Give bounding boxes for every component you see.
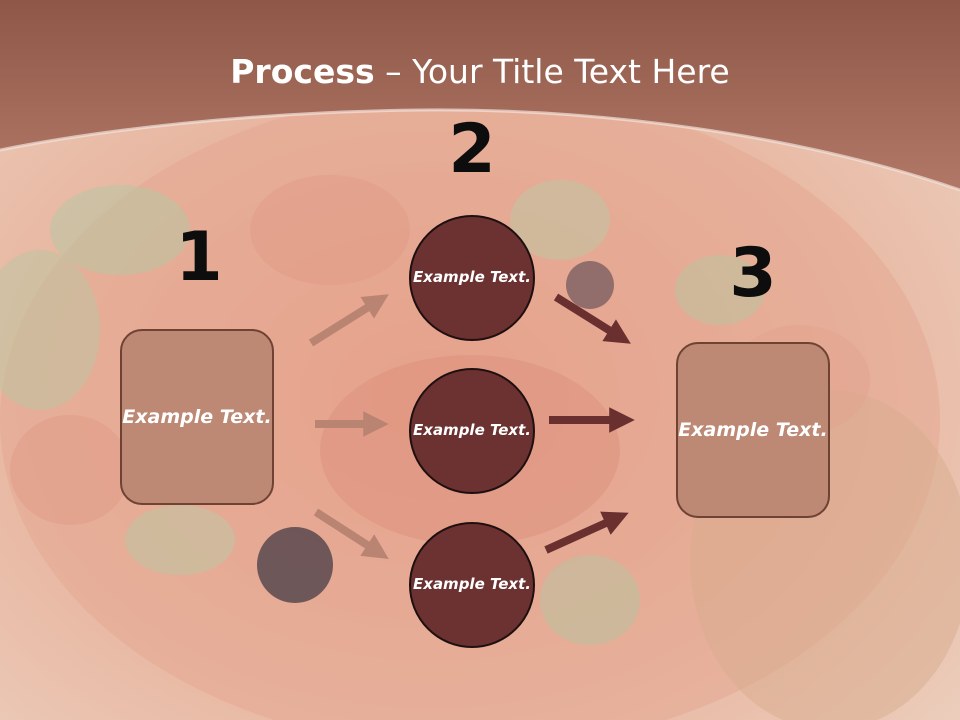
- left-box-text: Example Text.: [122, 405, 272, 428]
- title-rest: – Your Title Text Here: [374, 52, 730, 91]
- circle-top[interactable]: Example Text.: [409, 215, 535, 341]
- circle-top-text: Example Text.: [413, 268, 531, 287]
- circle-middle-text: Example Text.: [413, 421, 531, 440]
- circle-bottom-text: Example Text.: [413, 575, 531, 594]
- right-box-text: Example Text.: [678, 418, 828, 441]
- slide-title: Process – Your Title Text Here: [0, 52, 960, 91]
- step-number-1: 1: [175, 218, 223, 297]
- left-box[interactable]: Example Text.: [120, 329, 274, 505]
- right-box[interactable]: Example Text.: [676, 342, 830, 518]
- circle-bottom[interactable]: Example Text.: [409, 522, 535, 648]
- step-number-3: 3: [729, 234, 777, 313]
- step-number-2: 2: [448, 110, 496, 189]
- title-bold: Process: [230, 52, 375, 91]
- circle-middle[interactable]: Example Text.: [409, 368, 535, 494]
